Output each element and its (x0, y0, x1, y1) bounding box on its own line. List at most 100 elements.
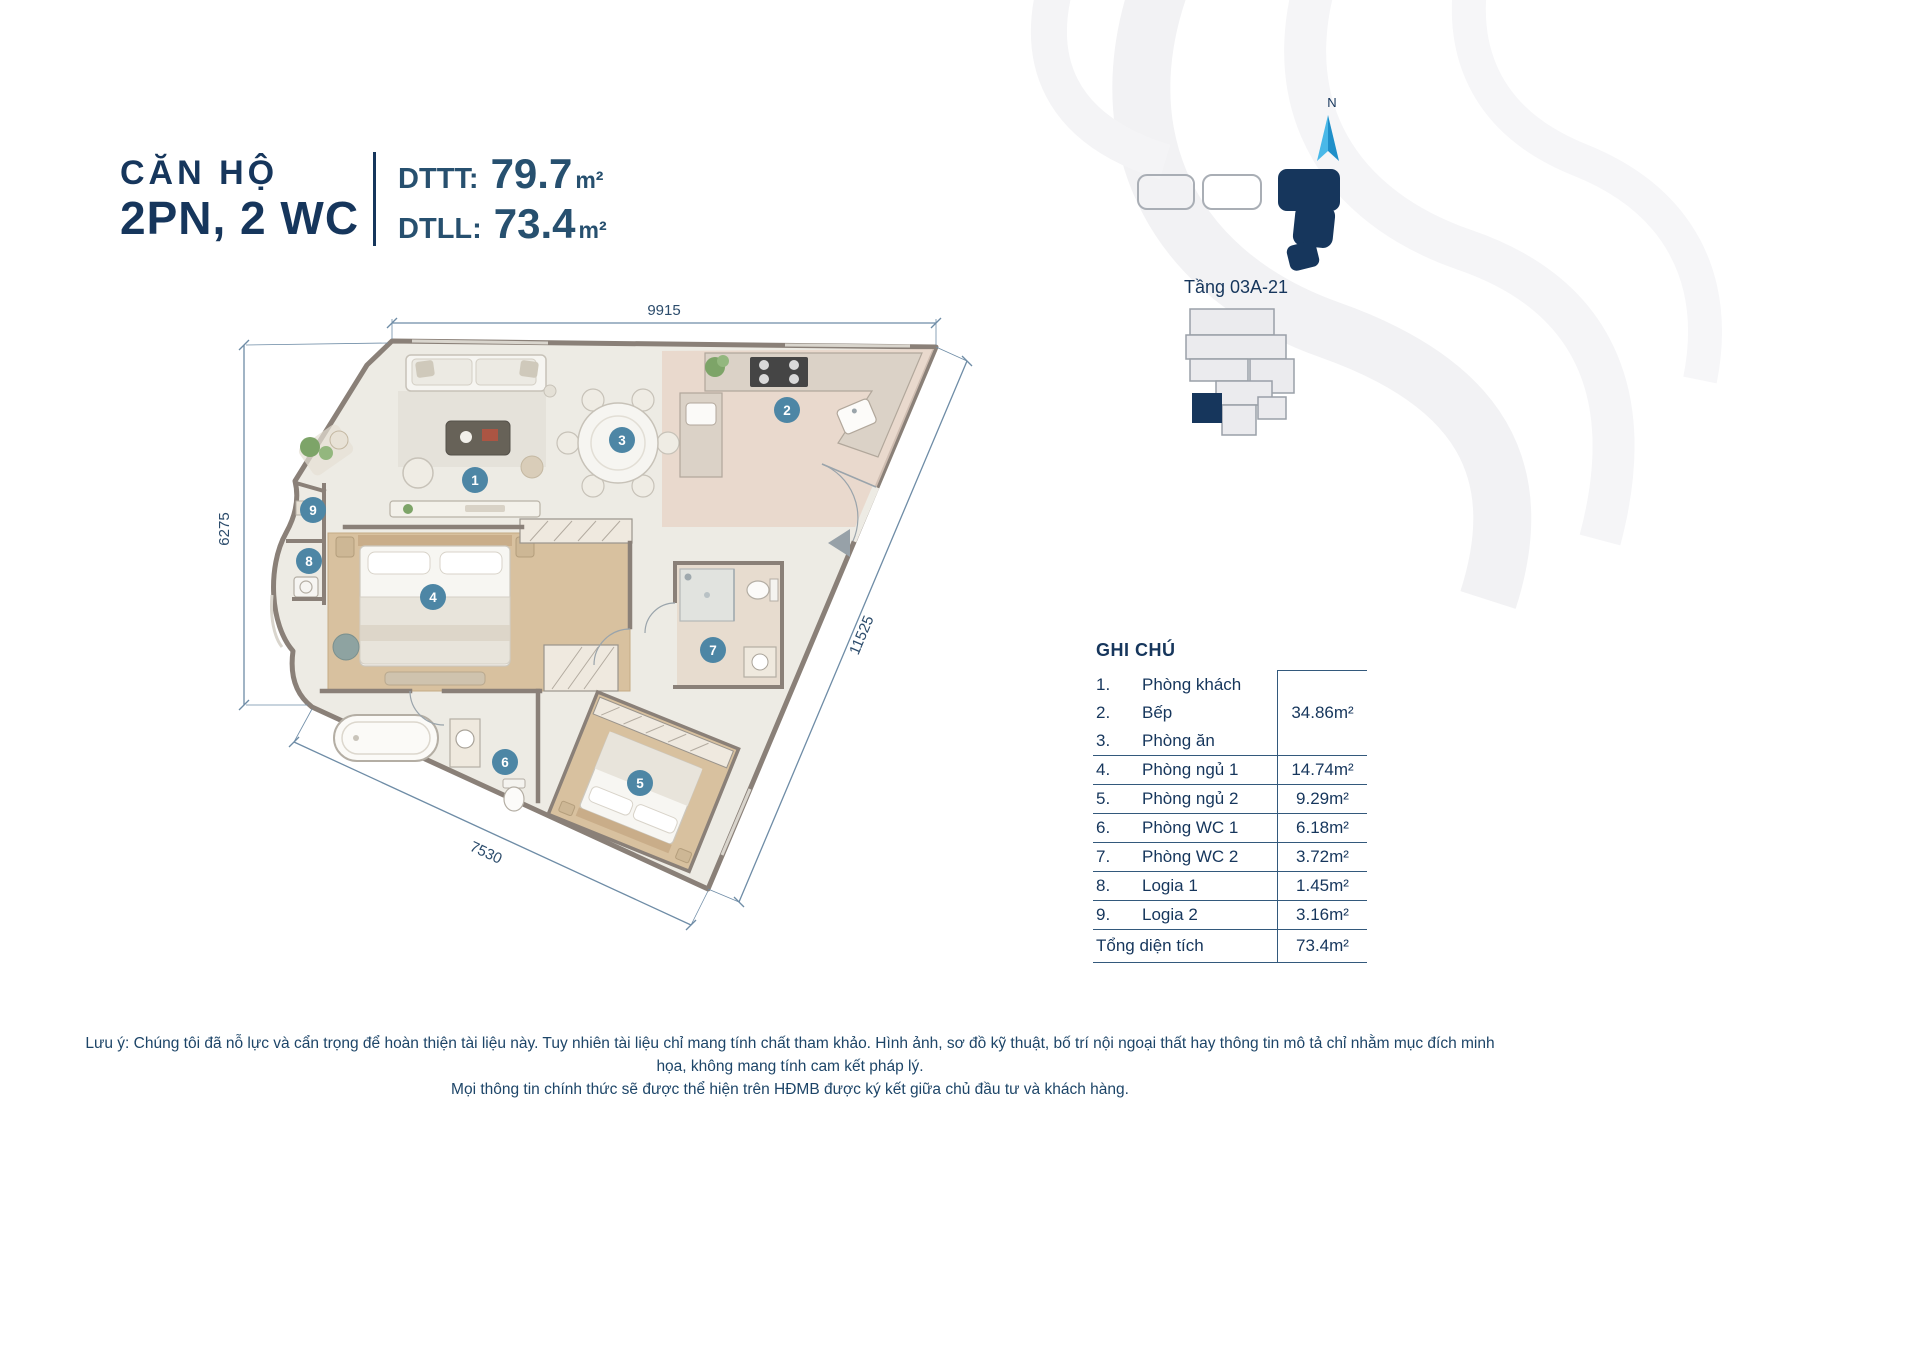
legend-row: 1. Phòng khách (1093, 671, 1277, 699)
legend-row: 6. Phòng WC 1 6.18m² (1093, 814, 1367, 843)
wardrobe-b-hatch (551, 646, 615, 690)
bed1-pillow (439, 551, 503, 575)
throw-pillow (415, 360, 435, 378)
tv-console (389, 500, 541, 518)
legend-row-area: 3.16m² (1277, 901, 1367, 929)
dim-top-label: 9915 (647, 302, 680, 319)
header: CĂN HỘ 2PN, 2 WC DTTT: 79.7 m² DTLL: 73.… (120, 150, 607, 248)
dining-table-inner (590, 415, 646, 471)
pouf (520, 455, 544, 479)
wardrobe-bed2-hatch (601, 706, 709, 752)
dtll-unit: m² (578, 217, 607, 243)
legend-title: GHI CHÚ (1096, 640, 1176, 660)
stove (750, 357, 808, 387)
floor-plate-diagram (1185, 308, 1295, 436)
room-marker-1: 1 (462, 467, 488, 493)
compass-kite-right (1328, 115, 1339, 161)
floor-lamp (543, 384, 557, 398)
legend-row: 5. Phòng ngủ 2 9.29m² (1093, 785, 1367, 814)
legend-row-name: Phòng ngủ 1 (1142, 760, 1239, 779)
entry-arrow-icon (828, 529, 850, 557)
svg-text:6: 6 (501, 755, 509, 770)
bed2-pillow (632, 804, 678, 834)
legend-row-area: 6.18m² (1277, 814, 1367, 842)
legend-group-names: 1. Phòng khách 2. Bếp 3. Phòng ăn (1093, 671, 1277, 755)
disclaimer-line2: Mọi thông tin chính thức sẽ được thể hiệ… (451, 1081, 1129, 1098)
dttt-line: DTTT: 79.7 m² (398, 150, 607, 198)
dining-chair (556, 431, 580, 455)
apartment-title-line1: CĂN HỘ (120, 154, 279, 193)
wardrobe-a (519, 518, 633, 544)
bathroom1-door-swing (409, 690, 445, 726)
bathroom2-door-swing (644, 602, 676, 634)
bed1-pillow (367, 551, 431, 575)
toilet2-tank (769, 578, 779, 602)
legend-row-number: 8. (1096, 876, 1111, 895)
header-divider (373, 152, 377, 246)
dttt-value: 79.7 (490, 150, 573, 197)
bed2-headboard (575, 807, 672, 854)
legend-row-area: 3.72m² (1277, 843, 1367, 871)
legend-row-number: 6. (1096, 818, 1111, 837)
legend-row-area: 1.45m² (1277, 872, 1367, 900)
svg-text:1: 1 (471, 473, 479, 488)
bed2-pillow (588, 786, 634, 816)
disclaimer-line1: Lưu ý: Chúng tôi đã nỗ lực và cẩn trọng … (85, 1035, 1495, 1075)
room-marker-3: 3 (609, 427, 635, 453)
site-footprint-2 (1202, 174, 1262, 210)
dtll-line: DTLL: 73.4 m² (398, 200, 607, 248)
room-marker-2: 2 (774, 397, 800, 423)
legend-row-number: 9. (1096, 905, 1111, 924)
svg-text:8: 8 (305, 554, 313, 569)
logia-areas (293, 424, 354, 598)
washer-door (299, 580, 313, 594)
bed1-bench (384, 671, 486, 686)
legend-header-rule (1277, 636, 1367, 671)
counter-plant-leaf (717, 355, 729, 367)
legend-row: 9. Logia 2 3.16m² (1093, 901, 1367, 930)
bathroom-2 (679, 568, 779, 678)
vanity-sink (455, 729, 475, 749)
stove-burner (759, 360, 769, 370)
table-book (482, 429, 498, 441)
floor-label: Tầng 03A-21 (1184, 277, 1288, 297)
nightstand (335, 536, 355, 558)
svg-text:5: 5 (636, 776, 644, 791)
compass-kite-left (1317, 115, 1328, 161)
compass-n-label: N (1327, 95, 1336, 110)
legend-row-number: 4. (1096, 760, 1111, 779)
bedroom-1 (332, 535, 535, 686)
wardrobe-a-hatch (529, 520, 621, 542)
legend-row-name: Phòng WC 1 (1142, 818, 1239, 837)
legend-group-area: 34.86m² (1277, 671, 1367, 755)
stove-burner (789, 374, 799, 384)
nightstand (558, 800, 576, 817)
stove-burner (759, 374, 769, 384)
apartment-title: CĂN HỘ 2PN, 2 WC (120, 154, 359, 244)
legend-row: 7. Phòng WC 2 3.72m² (1093, 843, 1367, 872)
legend-row-name: Logia 1 (1142, 876, 1198, 895)
vanity2-sink (751, 653, 769, 671)
floorplan-svg: 9915 6275 11525 7530 1 2 3 4 5 6 (216, 302, 973, 931)
island-sink (685, 402, 717, 426)
entry-door-leaf (821, 463, 877, 488)
svg-text:2: 2 (783, 403, 791, 418)
table-decor (460, 431, 472, 443)
living-room-furniture (398, 354, 557, 489)
dttt-label: DTTT: (398, 163, 479, 195)
project-locator: N Tầng 03A-21 (1137, 95, 1340, 436)
throw-pillow (519, 360, 539, 378)
entry-door-swing (821, 463, 859, 542)
legend-row-name: Logia 2 (1142, 905, 1198, 924)
kitchen-sink-diagonal (836, 398, 877, 435)
shower-drain (704, 592, 710, 598)
room-marker-7: 7 (700, 637, 726, 663)
legend-row-area: 9.29m² (1277, 785, 1367, 813)
washing-machine (293, 576, 319, 598)
entry-opening (849, 485, 880, 543)
bathtub (333, 714, 439, 762)
legend-row: 8. Logia 1 1.45m² (1093, 872, 1367, 901)
toilet (503, 786, 525, 812)
dttt-unit: m² (575, 167, 604, 193)
legend-row-number: 2. (1096, 703, 1111, 722)
